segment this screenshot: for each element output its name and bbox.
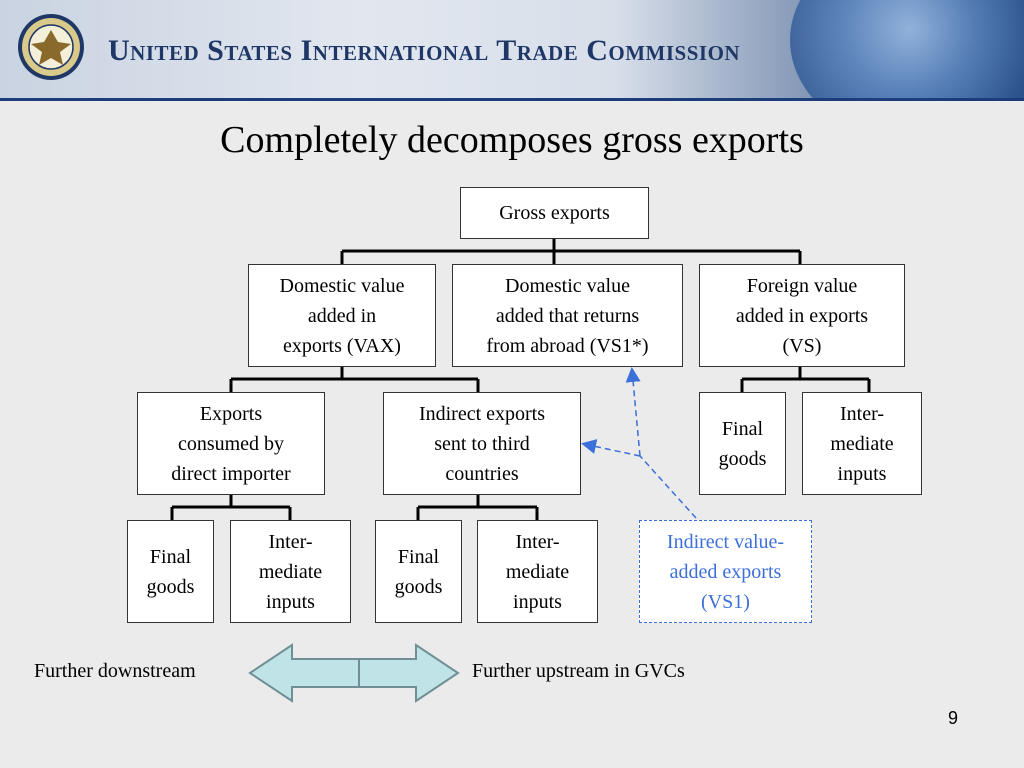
node-label: Inter- mediate inputs [258, 530, 323, 613]
globe-graphic [790, 0, 1024, 100]
node-vs1-indirect-value-added: Indirect value- added exports (VS1) [639, 520, 812, 623]
node-label: Domestic value added in exports (VAX) [279, 274, 405, 357]
node-label: Indirect exports sent to third countries [418, 402, 546, 485]
node-indirect-intermediate-inputs: Inter- mediate inputs [477, 520, 598, 623]
node-label: Final goods [394, 545, 443, 598]
node-indirect-final-goods: Final goods [375, 520, 462, 623]
node-label: Inter- mediate inputs [505, 530, 570, 613]
node-direct-intermediate-inputs: Inter- mediate inputs [230, 520, 351, 623]
upstream-label: Further upstream in GVCs [472, 660, 685, 682]
node-label: Final goods [718, 417, 767, 470]
downstream-label: Further downstream [34, 660, 196, 682]
node-vs1-star: Domestic value added that returns from a… [452, 264, 683, 367]
node-label: Inter- mediate inputs [830, 402, 894, 485]
page-number: 9 [948, 708, 959, 728]
node-direct-final-goods: Final goods [127, 520, 214, 623]
downstream-upstream-arrow [248, 643, 460, 703]
node-label: Gross exports [499, 202, 610, 224]
node-label: Final goods [146, 545, 195, 598]
node-label: Domestic value added that returns from a… [486, 274, 649, 357]
slide-title: Completely decomposes gross exports [220, 119, 804, 161]
header-banner: United States International Trade Commis… [0, 0, 1024, 100]
seal-icon [18, 14, 84, 80]
banner-rule [0, 98, 1024, 101]
node-label: Exports consumed by direct importer [171, 402, 291, 485]
node-gross-exports: Gross exports [460, 187, 649, 239]
node-label: Foreign value added in exports (VS) [735, 274, 869, 357]
node-vs: Foreign value added in exports (VS) [699, 264, 905, 367]
node-label: Indirect value- added exports (VS1) [666, 530, 785, 613]
organization-name: United States International Trade Commis… [108, 34, 741, 67]
node-vs-intermediate-inputs: Inter- mediate inputs [802, 392, 922, 495]
node-exports-direct-importer: Exports consumed by direct importer [137, 392, 325, 495]
node-indirect-exports: Indirect exports sent to third countries [383, 392, 581, 495]
node-vax: Domestic value added in exports (VAX) [248, 264, 436, 367]
node-vs-final-goods: Final goods [699, 392, 786, 495]
